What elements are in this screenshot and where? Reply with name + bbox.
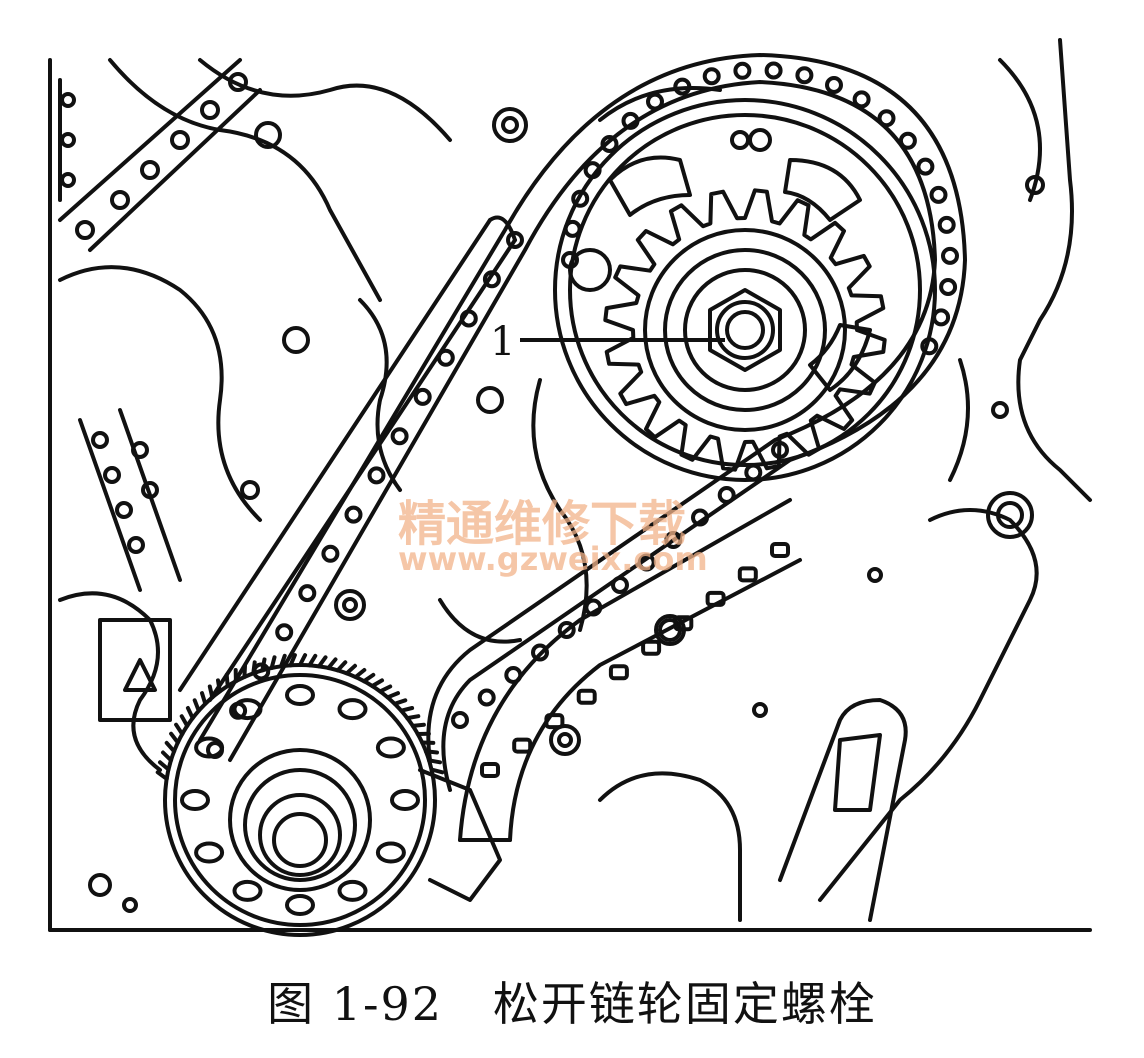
chain-link-pin xyxy=(637,553,656,572)
block-holes xyxy=(88,107,1045,913)
crank-bolt-hole xyxy=(194,736,225,759)
crank-bolt-hole xyxy=(375,736,406,759)
chain-link-pin xyxy=(275,623,294,642)
chain-link-pin xyxy=(600,135,619,153)
chain-link-pin xyxy=(477,688,496,707)
watermark-url: www.gzweix.com xyxy=(398,540,708,578)
sprocket-hub xyxy=(643,228,847,432)
chain-link-pin xyxy=(390,427,409,446)
crankshaft-sprocket xyxy=(163,663,437,937)
crank-bolt-hole xyxy=(180,789,210,811)
rail-slot xyxy=(576,688,597,705)
chain-link-pin xyxy=(825,76,843,94)
chain-link-pin xyxy=(929,185,948,204)
rail-slot xyxy=(737,566,758,583)
auxiliary-chain-upper-left xyxy=(58,58,262,252)
chain-link-pin xyxy=(673,77,692,96)
chain-link-pin xyxy=(939,278,958,296)
camshaft-sprocket xyxy=(553,98,937,482)
tensioner-bolts xyxy=(549,614,686,756)
rail-slot xyxy=(544,713,565,730)
auxiliary-chain-left xyxy=(78,408,182,592)
crank-sprocket-holes xyxy=(180,684,420,916)
chain-link-pin xyxy=(557,621,576,639)
chain-link-pin xyxy=(413,387,432,406)
chain-link-pin xyxy=(298,584,317,603)
gear-tooth-profile xyxy=(603,188,887,472)
chain-link-pin xyxy=(717,486,736,504)
chain-link-pin xyxy=(852,90,871,109)
chain-link-pin xyxy=(621,111,640,130)
callout-label-1: 1 xyxy=(490,319,515,365)
crank-sprocket-teeth xyxy=(155,653,445,781)
crank-bolt-hole xyxy=(337,698,368,721)
chain-link-pin xyxy=(937,215,956,234)
sprocket-retaining-bolt xyxy=(708,288,782,372)
chain-link-pin xyxy=(321,544,340,563)
rail-slot xyxy=(480,762,500,778)
chain-link-pin xyxy=(764,61,783,80)
crank-bolt-hole xyxy=(337,879,368,902)
crank-bolt-hole xyxy=(285,894,315,916)
rail-slot xyxy=(512,737,533,754)
chain-link-pin xyxy=(795,66,814,85)
chain-link-pin xyxy=(531,643,549,662)
tensioner-rail-slots xyxy=(480,542,790,778)
chain-link-pin xyxy=(916,157,935,176)
chain-link-pin xyxy=(646,92,664,111)
rail-slot xyxy=(608,664,629,681)
chain-link-pin xyxy=(932,308,951,327)
chain-link-pin xyxy=(702,67,721,86)
chain-link-pin xyxy=(898,131,917,150)
chain-link-pin xyxy=(611,576,629,594)
figure-caption: 图 1-92 松开链轮固定螺栓 xyxy=(0,968,1144,1034)
figure-number: 图 1-92 xyxy=(267,977,444,1031)
chain-link-pin xyxy=(691,508,709,527)
engine-timing-chain-diagram: 1 精通维修下载 www.gzweix.com xyxy=(48,38,1092,937)
chain-link-pin xyxy=(941,246,959,265)
crank-bolt-hole xyxy=(194,841,225,864)
chain-link-pin xyxy=(344,505,363,524)
crank-bolt-hole xyxy=(232,698,263,721)
crank-tooth-marks xyxy=(155,653,445,781)
watermark-cn: 精通维修下载 xyxy=(398,496,686,552)
chain-link-pin xyxy=(506,231,524,249)
chain-tensioner-rail xyxy=(458,498,802,842)
rail-slot xyxy=(641,639,662,656)
crank-bolt-hole xyxy=(232,879,263,902)
crank-bolt-hole xyxy=(390,789,420,811)
chain-guide-left xyxy=(178,215,517,702)
rail-slot xyxy=(770,542,790,558)
rail-slot xyxy=(705,590,726,607)
chain-link-pin xyxy=(744,463,763,482)
chain-link-pin xyxy=(367,466,386,485)
timing-chain xyxy=(198,53,967,792)
figure-title: 松开链轮固定螺栓 xyxy=(492,977,877,1031)
chain-link-pin xyxy=(451,711,469,729)
chain-link-pin xyxy=(664,531,683,549)
sprocket-gear-teeth xyxy=(603,188,887,472)
chain-link-pin xyxy=(733,61,752,80)
crank-bolt-hole xyxy=(285,684,315,706)
chain-link-pin xyxy=(877,109,896,128)
crank-bolt-hole xyxy=(375,841,406,864)
